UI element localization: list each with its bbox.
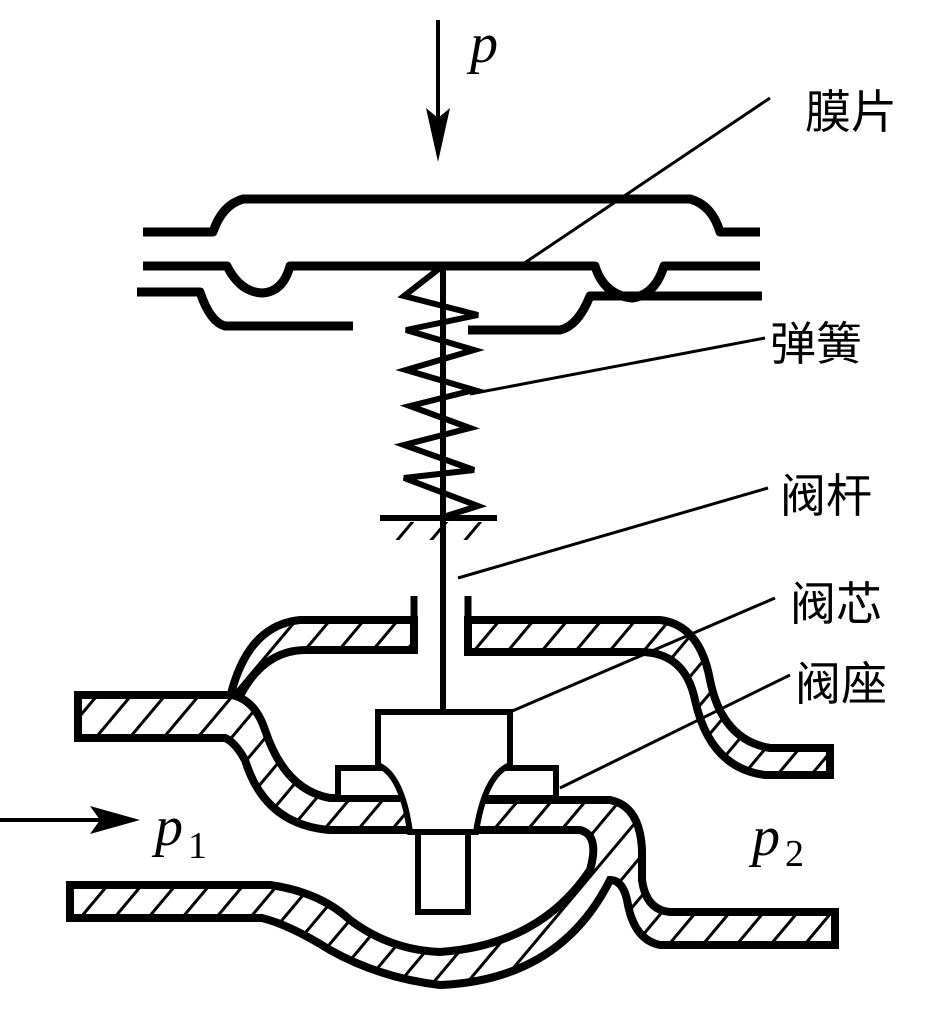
stem-label: 阀杆 [780,469,872,523]
diaphragm-label: 膜片 [805,85,897,139]
control-pressure-label: p [466,13,498,75]
valve-plug [375,709,513,915]
spring-label: 弹簧 [770,317,862,371]
outlet-pressure-label: p [748,806,780,868]
seat-leader [559,673,791,790]
plug-label: 阀芯 [790,577,882,631]
inlet-pressure-subscript: 1 [188,825,207,867]
stem-leader [457,486,769,580]
inlet-upper-wall [74,691,414,834]
control-pressure-arrow [426,20,450,162]
outlet-pressure-subscript: 2 [785,833,804,875]
inlet-flow-arrow [0,806,140,834]
spring-leader [469,336,766,396]
valve-bonnet [227,596,834,779]
spring-base [380,515,497,540]
diaphragm-leader [519,96,771,268]
inlet-pressure-label: p [151,796,183,858]
plug-leader [509,596,776,714]
seat-label: 阀座 [795,657,887,711]
